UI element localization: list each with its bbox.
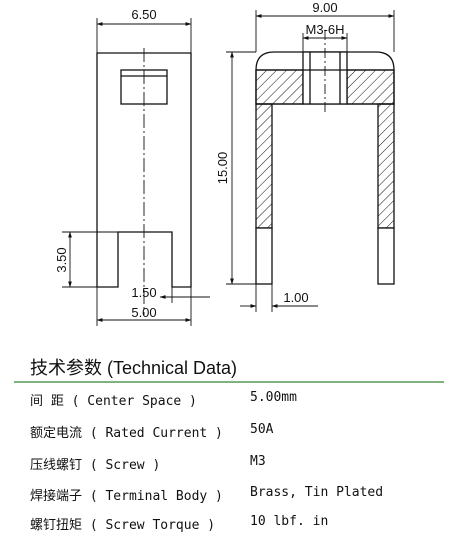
spec-value: 10 lbf. in — [250, 514, 329, 529]
dim-slot-height: 3.50 — [54, 247, 69, 272]
spec-label: 间 距 ( Center Space ) — [30, 394, 197, 409]
bar-hatch-left — [255, 69, 304, 105]
right-leg — [377, 103, 395, 229]
spec-label: 螺钉扭矩 ( Screw Torque ) — [30, 518, 216, 533]
spec-value: 5.00mm — [250, 390, 297, 405]
bar-hatch-right — [346, 69, 395, 105]
side-dimensions — [226, 10, 395, 312]
spec-label: 压线螺钉 ( Screw ) — [30, 458, 161, 473]
spec-label: 焊接端子 ( Terminal Body ) — [30, 489, 223, 504]
spec-label: 额定电流 ( Rated Current ) — [30, 426, 223, 441]
dim-pitch: 5.00 — [131, 305, 156, 320]
specs-title: 技术参数 (Technical Data) — [30, 358, 238, 378]
side-view — [255, 30, 395, 285]
front-dimensions — [62, 18, 210, 326]
side-top-bar — [255, 51, 395, 105]
technical-drawing: 6.50 3.50 1.50 5.00 — [54, 0, 395, 326]
front-view — [96, 48, 192, 315]
title-divider — [14, 381, 444, 383]
thread-label: M3-6H — [305, 22, 344, 37]
spec-value: Brass, Tin Plated — [250, 485, 384, 500]
left-leg — [255, 103, 273, 229]
spec-value: M3 — [250, 454, 266, 469]
dim-thickness: 1.00 — [283, 290, 308, 305]
spec-value: 50A — [250, 422, 274, 437]
dim-side-width: 9.00 — [312, 0, 337, 15]
dim-slot-width: 1.50 — [131, 285, 156, 300]
dim-side-height: 15.00 — [215, 152, 230, 185]
dim-front-width: 6.50 — [131, 7, 156, 22]
front-body-outline — [96, 52, 192, 288]
